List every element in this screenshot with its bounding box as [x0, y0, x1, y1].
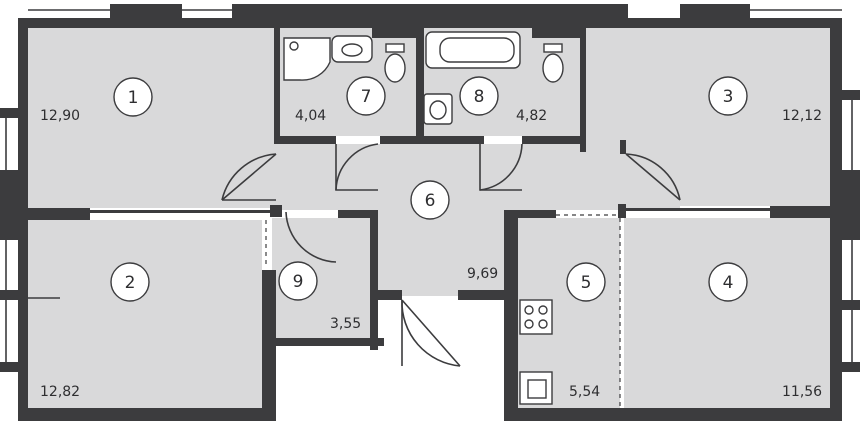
room-area: 12,82: [40, 384, 80, 400]
toilet-icon: [384, 43, 406, 83]
room-number: 2: [125, 273, 136, 293]
room-7: 7 4,04: [295, 76, 386, 124]
room-9: 9 3,55: [278, 261, 361, 332]
room-8: 8 4,82: [459, 76, 547, 124]
kitchen-sink-icon: [519, 371, 553, 405]
room-area: 3,55: [330, 316, 361, 332]
room-4: 4 11,56: [708, 262, 822, 400]
sink-icon: [331, 35, 373, 63]
room-area: 12,90: [40, 108, 80, 124]
room-number: 4: [723, 273, 734, 293]
toilet-icon-2: [542, 43, 564, 83]
bathtub-icon: [425, 31, 521, 69]
room-number: 6: [425, 191, 436, 211]
room-number: 5: [581, 273, 592, 293]
shower-icon: [283, 37, 331, 81]
room-area: 5,54: [569, 384, 600, 400]
doors: [221, 143, 681, 408]
room-3: 3 12,12: [708, 76, 822, 124]
room-area: 4,04: [295, 108, 326, 124]
sink-icon-2: [423, 93, 453, 125]
room-area: 9,69: [467, 266, 498, 282]
room-6: 6 9,69: [410, 180, 498, 282]
room-5: 5 5,54: [566, 262, 606, 400]
room-number: 7: [361, 87, 372, 107]
room-number: 8: [474, 87, 485, 107]
stove-icon: [519, 299, 553, 335]
windows: [0, 9, 853, 362]
room-area: 12,12: [782, 108, 822, 124]
room-area: 11,56: [782, 384, 822, 400]
room-number: 1: [128, 88, 139, 108]
room-area: 4,82: [516, 108, 547, 124]
room-1: 1 12,90: [40, 77, 153, 124]
room-number: 9: [293, 272, 304, 292]
walls: [0, 4, 860, 421]
room-number: 3: [723, 87, 734, 107]
room-2: 2 12,82: [40, 262, 150, 400]
